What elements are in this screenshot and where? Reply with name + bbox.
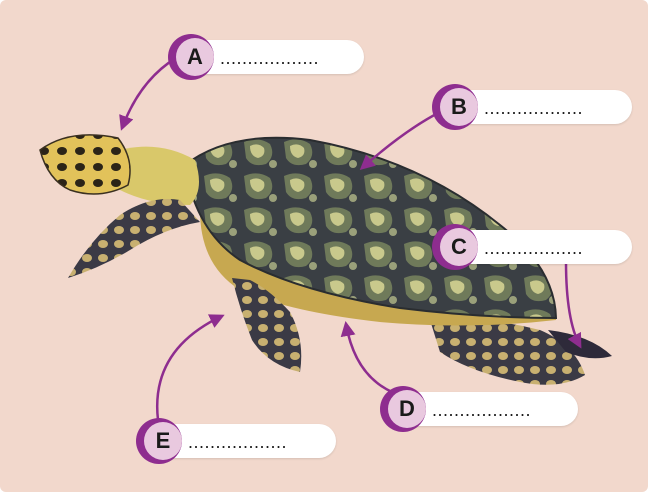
badge-b: B (432, 84, 478, 130)
badge-c: C (432, 224, 478, 270)
letter-d: D (388, 390, 426, 428)
arrow-a (122, 58, 176, 128)
label-d[interactable]: D .................. (394, 392, 578, 426)
arrow-c (566, 262, 580, 346)
arrow-d (346, 324, 392, 392)
badge-d: D (380, 386, 426, 432)
label-c[interactable]: C .................. (446, 230, 632, 264)
label-b[interactable]: B .................. (446, 90, 632, 124)
arrow-e (157, 316, 222, 420)
turtle-head (40, 135, 130, 194)
front-flipper (68, 199, 200, 278)
blank-a[interactable]: .................. (220, 48, 319, 69)
rear-flipper (430, 319, 585, 385)
letter-b: B (440, 88, 478, 126)
blank-d[interactable]: .................. (432, 400, 531, 421)
badge-a: A (168, 34, 214, 80)
blank-c[interactable]: .................. (484, 238, 583, 259)
label-a[interactable]: A .................. (182, 40, 364, 74)
blank-b[interactable]: .................. (484, 98, 583, 119)
blank-e[interactable]: .................. (188, 432, 287, 453)
turtle-neck (120, 147, 199, 205)
label-e[interactable]: E .................. (150, 424, 336, 458)
letter-a: A (176, 38, 214, 76)
letter-e: E (144, 422, 182, 460)
badge-e: E (136, 418, 182, 464)
letter-c: C (440, 228, 478, 266)
